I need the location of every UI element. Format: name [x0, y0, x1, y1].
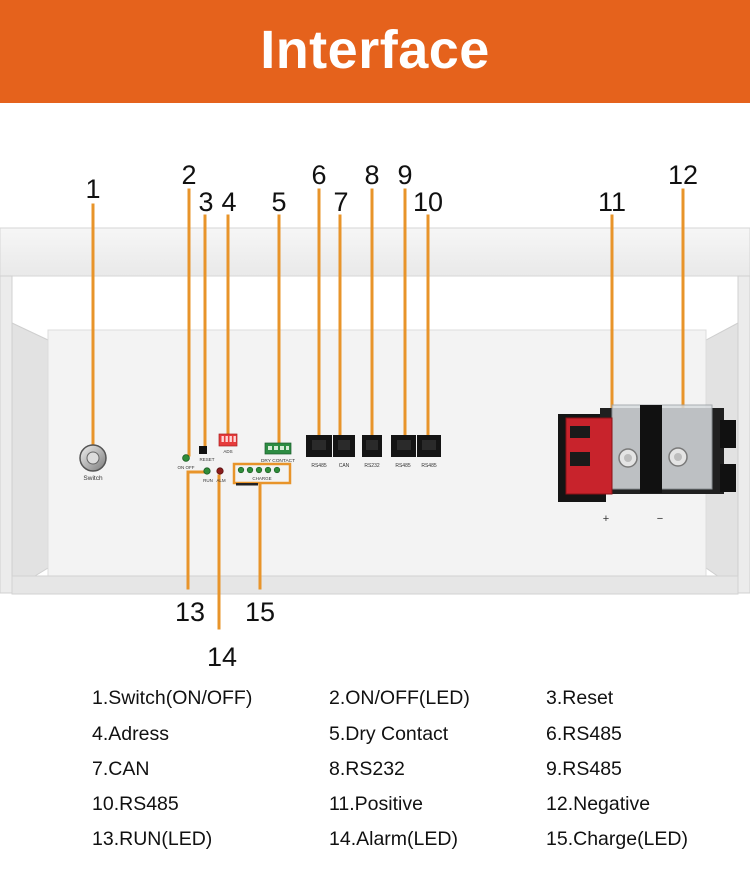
alarm-led	[216, 467, 224, 475]
charge-led-frame	[232, 462, 292, 485]
chassis-top	[0, 227, 750, 277]
callout-1: 1	[85, 174, 100, 204]
page-title: Interface	[260, 20, 490, 80]
legend-item-8: 8.RS232	[329, 758, 405, 780]
legend-item-6: 6.RS485	[546, 723, 622, 745]
callout-11: 11	[598, 187, 626, 217]
legend-item-5: 5.Dry Contact	[329, 723, 449, 745]
positive-terminal[interactable]	[565, 417, 638, 495]
legend-item-13: 13.RUN(LED)	[92, 828, 213, 850]
callout-7: 7	[333, 187, 348, 217]
legend-item-10: 10.RS485	[92, 793, 179, 815]
callout-10: 10	[413, 187, 443, 217]
legend-item-4: 4.Adress	[92, 723, 169, 745]
charge-led-3	[255, 466, 263, 474]
legend-item-12: 12.Negative	[546, 793, 651, 815]
callout-5: 5	[271, 187, 286, 217]
front-panel-bevel-left	[11, 322, 49, 591]
port-label-6: RS485	[311, 463, 327, 469]
callout-15: 15	[245, 597, 275, 627]
callout-6: 6	[311, 160, 326, 190]
legend-item-15: 15.Charge(LED)	[546, 828, 688, 850]
run-led	[203, 467, 211, 475]
interface-diagram: Switch ON OFF RESET ADS DRY CONTACT	[0, 160, 750, 672]
port-label-10: RS485	[421, 463, 437, 469]
reset-label: RESET	[199, 457, 214, 462]
callout-8: 8	[364, 160, 379, 190]
port-label-7: CAN	[339, 463, 350, 469]
reset-button[interactable]	[199, 446, 207, 454]
port-label-9: RS485	[395, 463, 411, 469]
callout-2: 2	[181, 160, 196, 190]
on-off-led	[182, 454, 190, 462]
dry-contact-label: DRY CONTACT	[261, 458, 295, 464]
rj45-port-7[interactable]	[333, 435, 355, 457]
legend-item-9: 9.RS485	[546, 758, 622, 780]
switch-label: Switch	[83, 475, 103, 482]
leader-13	[186, 470, 207, 590]
rj45-port-6[interactable]	[306, 435, 332, 457]
legend: 1.Switch(ON/OFF) 2.ON/OFF(LED) 3.Reset 4…	[0, 683, 750, 883]
chassis-bottom	[11, 575, 739, 595]
charge-led-2	[246, 466, 254, 474]
callout-3: 3	[198, 187, 213, 217]
address-label: ADS	[223, 449, 232, 454]
callout-9: 9	[397, 160, 412, 190]
port-label-8: RS232	[364, 463, 380, 469]
positive-sign: +	[603, 513, 609, 525]
callout-12: 12	[668, 160, 698, 190]
charge-led-5	[273, 466, 281, 474]
power-switch-center	[86, 451, 100, 465]
chassis-left-wall	[0, 275, 13, 594]
header-banner	[0, 0, 750, 103]
legend-item-1: 1.Switch(ON/OFF)	[92, 687, 253, 709]
legend-item-14: 14.Alarm(LED)	[329, 828, 458, 850]
charge-led-label: CHARGE	[252, 476, 271, 481]
legend-item-2: 2.ON/OFF(LED)	[329, 687, 470, 709]
negative-terminal[interactable]	[668, 447, 688, 467]
chassis-right-wall	[737, 275, 750, 594]
negative-sign: −	[657, 513, 663, 525]
charge-led-4	[264, 466, 272, 474]
legend-item-7: 7.CAN	[92, 758, 150, 780]
alarm-led-label: ALM	[216, 478, 226, 483]
legend-item-3: 3.Reset	[546, 687, 614, 709]
legend-item-11: 11.Positive	[329, 793, 423, 815]
rj11-port-8[interactable]	[362, 435, 382, 457]
callout-13: 13	[175, 597, 205, 627]
charge-led-1	[237, 466, 245, 474]
rj45-port-10[interactable]	[417, 435, 441, 457]
charge-led-underline	[236, 483, 258, 486]
on-off-led-label: ON OFF	[178, 465, 195, 470]
run-led-label: RUN	[203, 478, 213, 483]
rj45-port-9[interactable]	[391, 435, 416, 457]
callout-14: 14	[207, 642, 237, 672]
callout-4: 4	[221, 187, 236, 217]
